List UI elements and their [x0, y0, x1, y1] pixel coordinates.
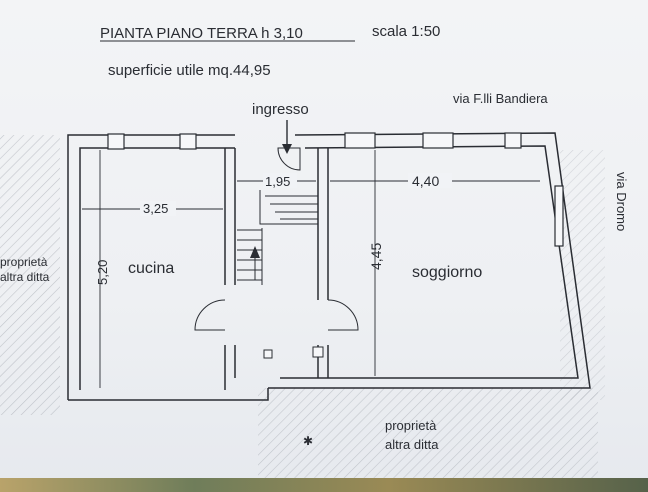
room-label-kitchen: cucina	[128, 260, 174, 277]
neighbor-bottom-line2: altra ditta	[385, 437, 439, 452]
neighbor-left-line1: proprietà	[0, 255, 48, 269]
neighbor-hatch-right	[560, 150, 605, 400]
dim-bg	[140, 201, 176, 216]
stair-up-arrow	[250, 246, 260, 258]
street-top-label: via F.lli Bandiera	[453, 91, 548, 106]
table-surface	[0, 478, 648, 492]
dim-kitchen-width: 3,25	[143, 201, 168, 216]
north-mark-icon: ✱	[303, 434, 313, 448]
dim-bg	[408, 173, 452, 188]
fixtures	[263, 346, 324, 359]
living-door-swing	[327, 299, 359, 331]
windows	[107, 132, 564, 247]
scale-label: scala 1:50	[372, 23, 440, 40]
neighbor-hatch-bottom	[258, 388, 598, 478]
dim-bg	[263, 173, 297, 188]
surface-label: superficie utile mq.44,95	[108, 62, 271, 79]
room-label-living: soggiorno	[412, 264, 482, 281]
dim-kitchen-depth: 5,20	[95, 260, 110, 285]
staircase	[237, 190, 318, 285]
plan-title: PIANTA PIANO TERRA h 3,10	[100, 25, 303, 42]
neighbor-left-line2: altra ditta	[0, 270, 50, 284]
street-right-label: via Dromo	[614, 172, 629, 231]
entrance-label: ingresso	[252, 101, 309, 118]
dim-hall-width: 1,95	[265, 174, 290, 189]
kitchen-door-swing	[194, 299, 226, 331]
dim-living-depth: 4,45	[368, 243, 384, 270]
neighbor-hatch-left	[0, 135, 60, 415]
entrance-arrow	[282, 120, 292, 154]
dim-living-width: 4,40	[412, 173, 439, 189]
entry-door-swing	[277, 147, 301, 171]
neighbor-bottom-line1: proprietà	[385, 418, 437, 433]
